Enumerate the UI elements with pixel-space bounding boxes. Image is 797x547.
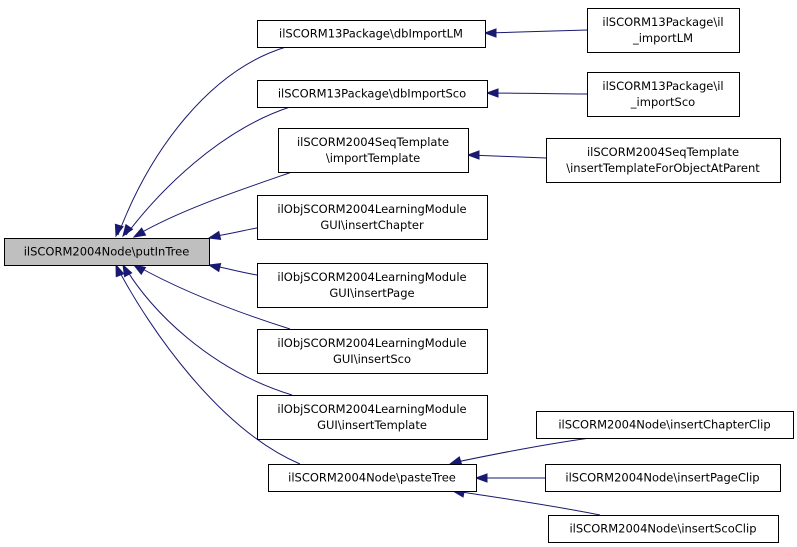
node-db-import-sco[interactable]: ilSCORM13Package\dbImportSco — [257, 80, 488, 108]
node-box[interactable] — [257, 20, 486, 48]
node-box[interactable] — [278, 128, 469, 173]
edge-insert_page_clip-to-paste_tree — [474, 473, 545, 483]
node-label-line: ilObjSCORM2004LearningModule — [277, 270, 466, 284]
arrowhead-icon — [132, 264, 147, 276]
edge-line — [125, 106, 291, 236]
node-gui-insert-template[interactable]: ilObjSCORM2004LearningModuleGUI\insertTe… — [257, 395, 488, 440]
node-box[interactable] — [257, 395, 488, 440]
arrowhead-icon — [122, 263, 133, 278]
edge-paste_tree-to-put_in_tree — [115, 263, 301, 465]
arrowhead-icon — [474, 473, 488, 483]
node-label-line: ilSCORM2004Node\insertPageClip — [565, 471, 759, 485]
edge-line — [487, 92, 588, 95]
node-il-import-lm[interactable]: ilSCORM13Package\il _importLM — [587, 8, 740, 53]
edge-il_import_sco-to-db_import_sco — [485, 88, 588, 98]
arrowhead-icon — [122, 223, 134, 238]
node-label-line: ilObjSCORM2004LearningModule — [277, 402, 466, 416]
arrowhead-icon — [207, 230, 222, 240]
arrowhead-icon — [115, 263, 125, 278]
node-import-template[interactable]: ilSCORM2004SeqTemplate \importTemplate — [278, 128, 469, 173]
edge-il_import_lm-to-db_import_lm — [483, 28, 588, 38]
nodes-layer: ilSCORM2004Node\putInTree ilSCORM13Packag… — [4, 8, 794, 543]
node-box[interactable] — [536, 411, 794, 439]
edge-line — [136, 265, 291, 330]
arrowhead-icon — [114, 223, 124, 238]
node-label-line: _importLM — [632, 31, 693, 45]
node-box[interactable] — [546, 138, 781, 183]
node-label-line: GUI\insertPage — [329, 286, 414, 300]
node-box[interactable] — [257, 195, 488, 240]
node-insert-page-clip[interactable]: ilSCORM2004Node\insertPageClip — [545, 464, 781, 492]
edge-line — [451, 437, 591, 464]
node-label-line: \importTemplate — [326, 151, 420, 165]
edge-insert_template_for_object-to-import_template — [466, 150, 547, 160]
edge-db_import_sco-to-put_in_tree — [122, 106, 291, 238]
node-label-line: ilSCORM13Package\il — [602, 79, 723, 93]
edge-line — [117, 46, 287, 236]
arrowhead-icon — [485, 88, 499, 98]
node-label-line: \insertTemplateForObjectAtParent — [566, 161, 760, 175]
node-box[interactable] — [548, 515, 779, 543]
node-insert-chapter-clip[interactable]: ilSCORM2004Node\insertChapterClip — [536, 411, 794, 439]
node-insert-template-for-object[interactable]: ilSCORM2004SeqTemplate \insertTemplateFor… — [546, 138, 781, 183]
node-put-in-tree[interactable]: ilSCORM2004Node\putInTree — [4, 238, 210, 266]
node-box[interactable] — [545, 464, 781, 492]
node-label-line: GUI\insertTemplate — [317, 418, 427, 432]
node-gui-insert-chapter[interactable]: ilObjSCORM2004LearningModuleGUI\insertCh… — [257, 195, 488, 240]
node-box[interactable] — [257, 329, 488, 374]
node-label-line: ilObjSCORM2004LearningModule — [277, 202, 466, 216]
edge-gui_insert_page-to-put_in_tree — [207, 263, 258, 276]
edge-gui_insert_template-to-put_in_tree — [122, 263, 293, 396]
node-label-line: ilSCORM2004Node\pasteTree — [288, 471, 456, 485]
edge-line — [116, 266, 301, 465]
edge-insert_chapter_clip-to-paste_tree — [448, 437, 591, 466]
edge-line — [485, 29, 588, 34]
node-label-line: ilSCORM2004SeqTemplate — [587, 145, 739, 159]
edge-line — [124, 266, 293, 396]
edge-insert_sco_clip-to-paste_tree — [451, 488, 601, 516]
arrowhead-icon — [207, 263, 222, 273]
arrowhead-icon — [466, 150, 480, 160]
node-box[interactable] — [587, 8, 740, 53]
edge-import_template-to-put_in_tree — [132, 171, 293, 238]
node-label-line: ilSCORM2004Node\insertScoClip — [569, 522, 756, 536]
node-label-line: ilSCORM13Package\dbImportSco — [278, 87, 466, 101]
node-paste-tree[interactable]: ilSCORM2004Node\pasteTree — [268, 464, 477, 492]
node-label-line: ilSCORM2004Node\insertChapterClip — [558, 418, 770, 432]
node-label-line: _importSco — [630, 95, 695, 109]
edge-line — [454, 490, 601, 516]
node-label-line: ilSCORM2004Node\putInTree — [24, 245, 190, 259]
arrowhead-icon — [448, 456, 463, 466]
node-gui-insert-sco[interactable]: ilObjSCORM2004LearningModuleGUI\insertSc… — [257, 329, 488, 374]
node-box[interactable] — [257, 263, 488, 308]
node-label-line: ilSCORM13Package\dbImportLM — [279, 27, 463, 41]
node-db-import-lm[interactable]: ilSCORM13Package\dbImportLM — [257, 20, 486, 48]
edge-gui_insert_chapter-to-put_in_tree — [207, 227, 258, 240]
edge-line — [136, 171, 293, 236]
edges-layer — [114, 28, 601, 516]
node-insert-sco-clip[interactable]: ilSCORM2004Node\insertScoClip — [548, 515, 779, 543]
node-label-line: ilSCORM2004SeqTemplate — [297, 135, 449, 149]
node-label-line: ilObjSCORM2004LearningModule — [277, 336, 466, 350]
arrowhead-icon — [132, 227, 147, 238]
arrowhead-icon — [483, 28, 497, 38]
node-box[interactable] — [268, 464, 477, 492]
node-box[interactable] — [587, 72, 740, 117]
node-box[interactable] — [257, 80, 488, 108]
node-label-line: GUI\insertSco — [333, 352, 411, 366]
node-label-line: GUI\insertChapter — [320, 218, 424, 232]
edge-gui_insert_sco-to-put_in_tree — [132, 264, 291, 330]
node-gui-insert-page[interactable]: ilObjSCORM2004LearningModuleGUI\insertPa… — [257, 263, 488, 308]
node-label-line: ilSCORM13Package\il — [602, 15, 723, 29]
node-il-import-sco[interactable]: ilSCORM13Package\il _importSco — [587, 72, 740, 117]
edge-db_import_lm-to-put_in_tree — [114, 46, 287, 238]
edge-line — [468, 154, 547, 159]
node-box[interactable] — [4, 238, 210, 266]
